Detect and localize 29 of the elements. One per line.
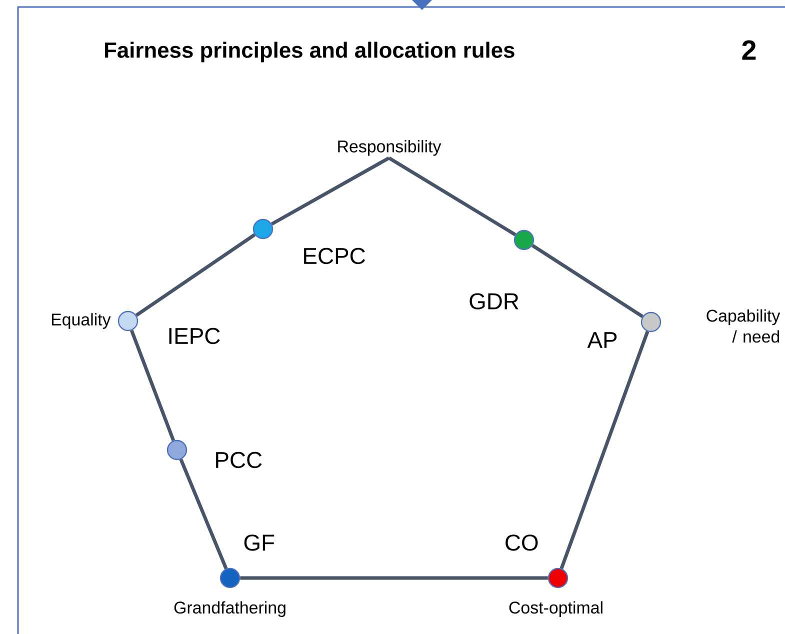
panel-number: 2 — [742, 40, 756, 60]
pentagon-edge — [532, 244, 644, 318]
marker-circle — [220, 568, 240, 588]
pentagon-edge — [388, 156, 516, 236]
pentagon-edge — [270, 156, 390, 226]
marker-circle — [118, 310, 138, 332]
pentagon-edge — [560, 330, 650, 570]
pentagon-edge — [130, 330, 176, 442]
marker-circle — [166, 440, 188, 460]
marker-circle — [548, 568, 568, 588]
pentagon-edge — [179, 458, 228, 570]
principle-label: Responsibility — [338, 140, 442, 156]
principle-label: Cost-optimal — [509, 601, 602, 617]
pentagon-edge — [135, 233, 256, 317]
title: Fairness principles and allocation rules — [105, 42, 514, 62]
abbreviation-label: CO — [506, 534, 538, 551]
marker-circle — [640, 312, 662, 332]
abbreviation-label: AP — [587, 332, 617, 348]
abbreviation-label: PCC — [216, 452, 262, 468]
abbreviation-label: GDR — [470, 293, 518, 310]
abbreviation-label: IEPC — [169, 328, 220, 344]
marker-circle — [514, 230, 534, 250]
principle-label: Capability / need — [706, 309, 780, 343]
principle-label: Equality — [52, 313, 111, 329]
pentagon-edge — [240, 576, 548, 580]
principle-label: Grandfathering — [174, 601, 286, 617]
marker-circle — [252, 218, 274, 240]
abbreviation-label: ECPC — [304, 248, 365, 264]
abbreviation-label: GF — [244, 534, 274, 551]
